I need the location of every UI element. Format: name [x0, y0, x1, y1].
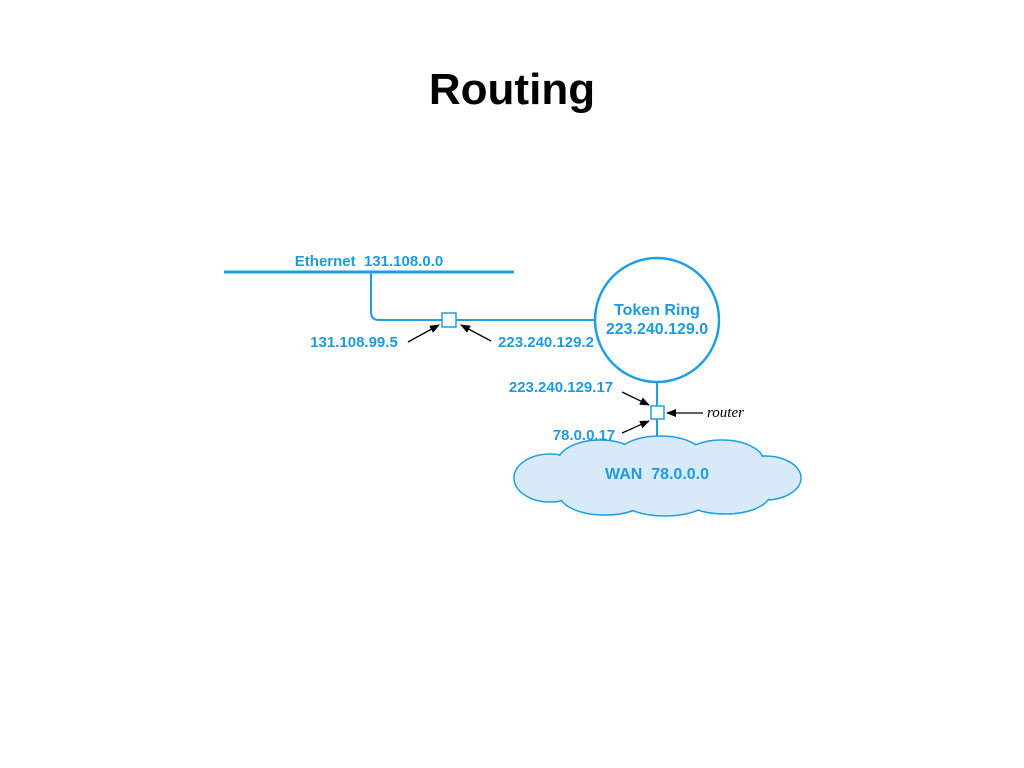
router-2-box: [650, 405, 665, 420]
token-ring-address: 223.240.129.0: [606, 321, 708, 338]
router-1-token-ring-address: 223.240.129.2: [498, 334, 594, 351]
router-callout-label: router: [707, 405, 744, 421]
router-2-token-ring-arrow: [621, 391, 650, 406]
wan-cloud: [513, 435, 802, 517]
router-1-token-ring-arrow: [460, 324, 492, 342]
router-1-ethernet-address: 131.108.99.5: [310, 334, 398, 351]
ethernet-token-ring-link: [370, 273, 596, 321]
slide-title: Routing: [429, 65, 595, 114]
router-2-wan-arrow: [621, 420, 650, 434]
router-2-token-ring-address: 223.240.129.17: [509, 379, 613, 396]
token-ring-circle: [593, 256, 721, 384]
token-ring-name: Token Ring: [614, 302, 700, 319]
ethernet-label: Ethernet 131.108.0.0: [295, 253, 443, 270]
wan-label: WAN 78.0.0.0: [605, 466, 709, 483]
router-1-box: [441, 312, 457, 328]
router-2-wan-address: 78.0.0.17: [553, 427, 616, 444]
router-1-ethernet-arrow: [407, 324, 440, 343]
